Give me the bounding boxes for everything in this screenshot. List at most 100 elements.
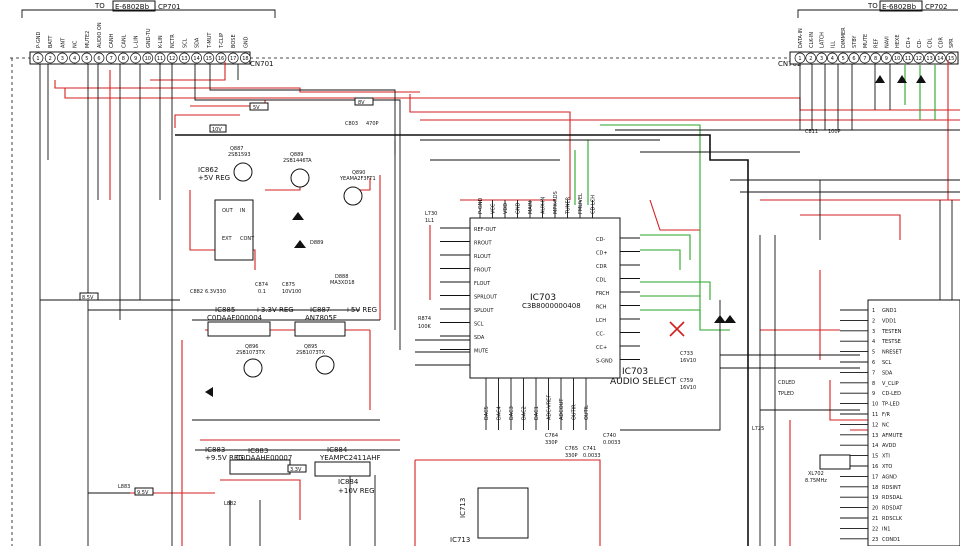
cn701-to-board: E-6802Bb xyxy=(115,3,150,11)
cn701-signal-12: NCTR xyxy=(170,34,176,48)
cn701-pin-10 xyxy=(142,52,154,64)
ic703-right-pin-5: FRCH xyxy=(596,291,610,297)
cn702-pin-3 xyxy=(816,52,827,64)
green-wire-cd-lch xyxy=(600,124,730,331)
cn702-pin-4 xyxy=(827,52,838,64)
black-bus-135 xyxy=(175,134,749,546)
ic703-top-pin-5: MAIN xyxy=(528,201,534,214)
cn701-pin-9-number: 9 xyxy=(134,56,137,62)
c764-ref: C764 xyxy=(545,433,558,439)
rail-5v: 5V xyxy=(253,105,260,111)
cn701-pin-4 xyxy=(69,52,80,64)
transistor-q895 xyxy=(315,355,335,375)
cn702-pin-2-number: 2 xyxy=(809,56,812,62)
d888-ref: D888 xyxy=(335,274,348,280)
ic862-pin-cont: CONT xyxy=(240,236,255,242)
ic883-ref-alt: IC883 xyxy=(205,446,225,454)
right-pin-number-11: 11 xyxy=(872,412,878,418)
c811-ref: C811 xyxy=(805,129,818,135)
right-pin-number-1: 1 xyxy=(872,308,875,314)
ic703-left-pin-9: SDA xyxy=(474,335,485,341)
cn702-signal-7: MUTE xyxy=(863,34,869,48)
right-signal-17: AGND xyxy=(882,474,897,480)
green-wire-cdr xyxy=(640,281,711,300)
right-pin-number-3: 3 xyxy=(872,329,875,335)
cn701-ref: CN701 xyxy=(250,60,274,68)
cn701-signal-13: SCL xyxy=(182,38,188,48)
cn702-signal-8: REF xyxy=(874,38,880,48)
ic703-left-pin-5: FLOUT xyxy=(474,281,491,287)
c759-ref: C759 xyxy=(680,378,693,384)
d888-part: MA3XD18 xyxy=(330,280,355,286)
right-pin-number-16: 16 xyxy=(872,464,878,470)
cn702-signal-4: ILL xyxy=(830,41,836,48)
rail-8v: 8V xyxy=(358,100,365,106)
red-cn701-bose xyxy=(150,62,226,81)
ic703-bottom-pin-6: ADC-VREF xyxy=(547,395,553,420)
red-cd-line xyxy=(649,199,700,231)
cn702-arrow-icon-3 xyxy=(916,75,926,83)
cn701-signal-4: NC xyxy=(73,40,79,48)
right-pin-number-21: 21 xyxy=(872,516,878,522)
cn702-pin-6 xyxy=(848,52,860,64)
red-right-215 xyxy=(800,214,901,240)
rail-10v-box xyxy=(209,124,227,133)
cn702-to-ref: CP702 xyxy=(925,3,947,11)
l725-ref: L725 xyxy=(752,426,764,432)
cn701-signal-9: L-LIN xyxy=(134,35,140,48)
ic884-body xyxy=(314,461,371,477)
c741-ref: C741 xyxy=(583,446,596,452)
ic703-top-pin-4: GND xyxy=(516,202,522,214)
q896-part: 2SB1073TX xyxy=(236,350,266,356)
cn702-signal-3: LATCH xyxy=(820,32,826,48)
c764-value: 330P xyxy=(545,440,558,446)
right-signal-3: TESTEN xyxy=(881,329,902,335)
r-tpled: TPLED xyxy=(777,391,794,397)
cn701-pin-7 xyxy=(105,52,117,64)
c875-value: 10V100 xyxy=(282,289,301,295)
cn702-pin-10-number: 10 xyxy=(894,56,900,62)
cn701-pin-3 xyxy=(57,52,68,64)
cn702-arrow-icon-1 xyxy=(875,75,885,83)
red-box-lower xyxy=(415,459,601,546)
cn702-pin-12 xyxy=(913,52,925,64)
green-wire-lch xyxy=(640,309,701,320)
right-pin-number-22: 22 xyxy=(872,526,878,532)
cn702-signal-6: STBY xyxy=(852,35,858,48)
r-cdled: CDLED xyxy=(778,380,795,386)
right-pin-number-6: 6 xyxy=(872,360,875,366)
cn701-pin-14 xyxy=(191,52,202,64)
ic703-right-pin-2: CD+ xyxy=(596,251,608,257)
cn701-signal-8: CANL xyxy=(121,34,127,48)
cn702-signal-13: CDL xyxy=(928,38,934,48)
ic883-ref: IC883 xyxy=(248,447,268,455)
ic884-desc: +10V REG xyxy=(338,487,375,495)
ic703-top-pin-6: AUX-IN xyxy=(541,196,547,214)
cn702-pin-13-number: 13 xyxy=(926,56,932,62)
red-line-480 xyxy=(220,479,301,520)
q895-ref: Q895 xyxy=(304,344,317,350)
diode-d888-icon xyxy=(292,212,304,220)
cn702-pin-12-number: 12 xyxy=(916,56,922,62)
rail-labels: 5V 8V 8.5V 9.5V 3.3V 10V xyxy=(79,97,374,496)
cn702-to-board-box xyxy=(879,0,923,12)
cn702-pin-9-number: 9 xyxy=(885,56,888,62)
ic703-right-pin-4: CDL xyxy=(596,278,606,284)
red-rail-115 xyxy=(174,114,240,128)
ic703-right-pin-6: RCH xyxy=(596,305,607,311)
ic703-left-pin-10: MUTE xyxy=(474,349,488,355)
cn701-pin-13 xyxy=(179,52,190,64)
passive-labels: C882 6.3V330 C874 0.1 C875 10V100 L883 L… xyxy=(118,121,841,507)
right-signal-6: SCL xyxy=(882,360,892,366)
rail-9v5: 9.5V xyxy=(137,490,149,496)
c803-value: 470P xyxy=(366,121,379,127)
red-rail-88 xyxy=(54,80,420,93)
ic713-ref: IC713 xyxy=(450,536,470,544)
l730-value: 1L1 xyxy=(425,218,434,224)
ic703-bottom-pin-8: OUTIR xyxy=(572,404,578,420)
right-pin-number-14: 14 xyxy=(872,443,878,449)
